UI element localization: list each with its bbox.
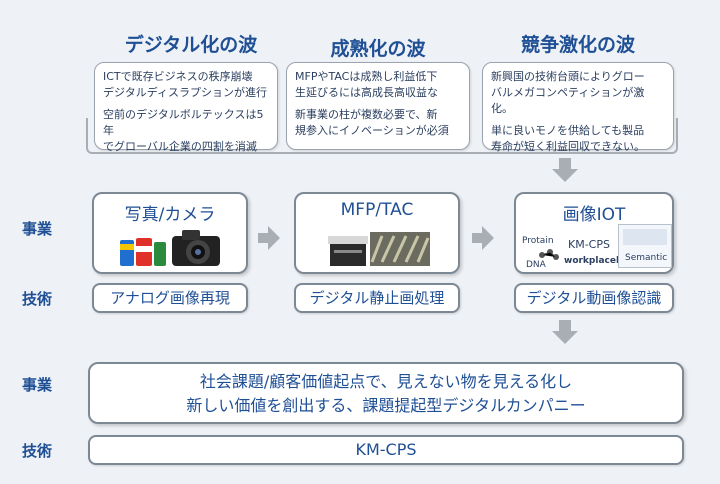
wave-title-maturity: 成熟化の波 (330, 38, 426, 60)
wave-title-digital: デジタル化の波 (124, 34, 258, 56)
future-technology-box: KM-CPS (88, 435, 684, 465)
down-arrow-icon (552, 320, 578, 344)
stage-box-camera: 写真/カメラ (92, 192, 248, 274)
future-business-line1: 社会課題/顧客価値起点で、見えない物を見える化し (199, 372, 573, 391)
stage-title-mfp: MFP/TAC (340, 200, 414, 220)
label-workplacehub: workplacehub (564, 256, 636, 266)
stage-box-iot: 画像IOT Protain DNA KM-CPS workplacehub Se… (514, 192, 674, 274)
wave-line: でグローバル企業の四割を消滅 (103, 140, 257, 153)
wave-line: デジタルディスラプションが進行 (103, 86, 268, 99)
side-label-technology-future: 技術 (22, 442, 53, 460)
wave-line: ICTで既存ビジネスの秩序崩壊 (103, 70, 253, 83)
film-camera-icon (120, 230, 220, 266)
future-business-line2: 新しい価値を創出する、課題提起型デジタルカンパニー (186, 396, 586, 415)
wave-line: 空前のデジタルボルテックスは5年 (103, 108, 264, 137)
label-protain: Protain (522, 236, 554, 246)
semantic-panel: Semantic (618, 224, 672, 268)
future-business-box: 社会課題/顧客価値起点で、見えない物を見える化し 新しい価値を創出する、課題提起… (88, 362, 684, 424)
molecule-icon (539, 249, 559, 260)
stage-title-iot: 画像IOT (562, 205, 626, 225)
side-label-business-future: 事業 (22, 376, 53, 394)
wave-line: 寿命が短く利益回収できない。 (491, 140, 645, 153)
wave-title-competition: 競争激化の波 (520, 34, 635, 56)
wave-line: 生延びるには高成長高収益な (295, 86, 438, 99)
label-kmcps: KM-CPS (568, 238, 610, 251)
tech-box-digital-still: デジタル静止画処理 (294, 283, 460, 313)
label-semantic: Semantic (625, 253, 668, 263)
wave-line: 新事業の柱が複数必要で、新 (295, 108, 438, 121)
mfp-printer-icon (328, 232, 430, 266)
wave-line: 新興国の技術台頭によりグロー (491, 70, 645, 83)
wave-line: 規参入にイノベーションが必須 (295, 124, 449, 137)
right-arrow-icon (472, 226, 494, 250)
wave-bracket (86, 118, 678, 154)
right-arrow-icon (258, 226, 280, 250)
wave-line: MFPやTACは成熟し利益低下 (295, 70, 438, 83)
wave-box-competition: 新興国の技術台頭によりグローバルメガコンペティションが激化。 単に良いモノを供給… (482, 62, 674, 153)
tech-box-analog: アナログ画像再現 (92, 283, 248, 313)
stage-title-camera: 写真/カメラ (124, 205, 216, 225)
stage-box-mfp: MFP/TAC (294, 192, 460, 274)
label-dna: DNA (526, 260, 546, 270)
down-arrow-icon (552, 158, 578, 182)
side-label-business: 事業 (22, 220, 53, 238)
wave-line: バルメガコンペティションが激化。 (491, 86, 645, 115)
wave-line: 単に良いモノを供給しても製品 (491, 124, 645, 137)
tech-box-digital-video: デジタル動画像認識 (514, 283, 674, 313)
wave-box-maturity: MFPやTACは成熟し利益低下生延びるには高成長高収益な 新事業の柱が複数必要で… (286, 62, 470, 150)
wave-box-digital: ICTで既存ビジネスの秩序崩壊デジタルディスラプションが進行 空前のデジタルボル… (94, 62, 278, 153)
side-label-technology: 技術 (22, 290, 53, 308)
